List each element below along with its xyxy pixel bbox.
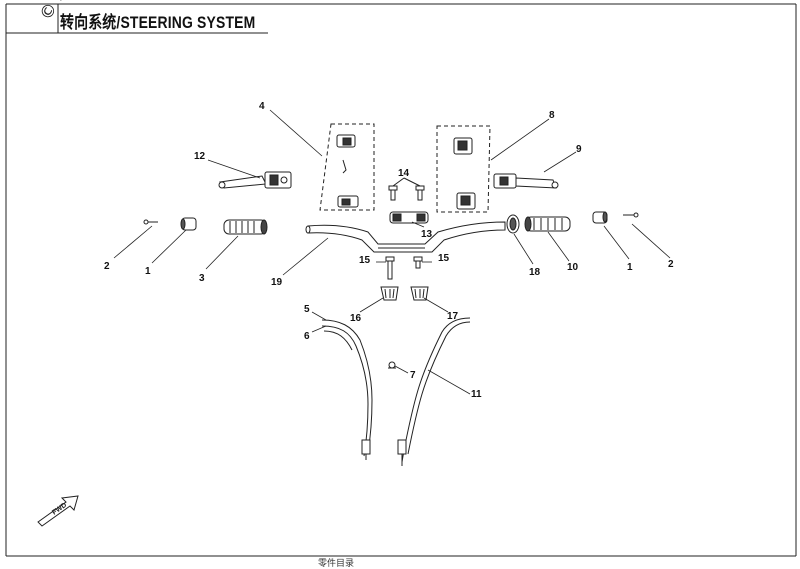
callout-15-right: 15 xyxy=(438,253,450,264)
callout-7: 7 xyxy=(410,370,416,381)
end-screw-right-part-2 xyxy=(623,212,639,218)
callout-17: 17 xyxy=(447,311,459,322)
bolts-part-15 xyxy=(385,256,423,280)
callout-13: 13 xyxy=(421,229,433,240)
callout-16: 16 xyxy=(350,313,362,324)
cable-part-5-6 xyxy=(321,319,373,460)
end-screw-left-part-2 xyxy=(143,219,158,225)
page-frame xyxy=(5,3,797,557)
grip-right-part-10 xyxy=(524,216,571,232)
callout-19: 19 xyxy=(271,277,283,288)
lower-clamp-part-16 xyxy=(380,286,399,301)
handlebar-clamp-part-13 xyxy=(389,211,429,224)
left-lever-part-12 xyxy=(218,171,292,189)
callout-12: 12 xyxy=(194,151,206,162)
callout-10: 10 xyxy=(567,262,579,273)
callout-1-left: 1 xyxy=(145,266,151,277)
bar-end-left-part-1 xyxy=(180,217,197,231)
handlebar-part-19 xyxy=(305,221,506,253)
page-title: 转向系统/STEERING SYSTEM xyxy=(60,13,256,32)
callout-18: 18 xyxy=(529,267,541,278)
callout-4: 4 xyxy=(259,101,265,112)
grip-left-part-3 xyxy=(223,219,268,235)
throttle-housing-part-18 xyxy=(506,214,520,234)
left-switch-assembly-part-4 xyxy=(319,123,375,211)
ring-part-7 xyxy=(388,361,396,369)
callout-2-right: 2 xyxy=(668,259,674,270)
callout-15-left: 15 xyxy=(359,255,371,266)
fwd-label: FWD xyxy=(51,502,68,517)
callout-numbers: 4 8 12 9 14 13 2 1 3 19 15 15 18 10 1 2 … xyxy=(104,101,674,400)
bolts-part-14 xyxy=(388,177,425,201)
callout-3: 3 xyxy=(199,273,205,284)
callout-2-left: 2 xyxy=(104,261,110,272)
callout-14: 14 xyxy=(398,168,410,179)
right-switch-assembly-part-8 xyxy=(436,125,491,213)
right-lever-part-9 xyxy=(493,173,559,189)
lower-clamp-part-17 xyxy=(410,286,429,301)
callout-5: 5 xyxy=(304,304,310,315)
callout-9: 9 xyxy=(576,144,582,155)
leader-lines xyxy=(113,109,671,395)
bar-end-right-part-1 xyxy=(592,211,608,224)
callout-8: 8 xyxy=(549,110,555,121)
cable-part-11 xyxy=(397,317,471,466)
callout-6: 6 xyxy=(304,331,310,342)
forward-direction-arrow: FWD xyxy=(37,495,79,527)
callout-1-right: 1 xyxy=(627,262,633,273)
callout-11: 11 xyxy=(471,389,482,400)
